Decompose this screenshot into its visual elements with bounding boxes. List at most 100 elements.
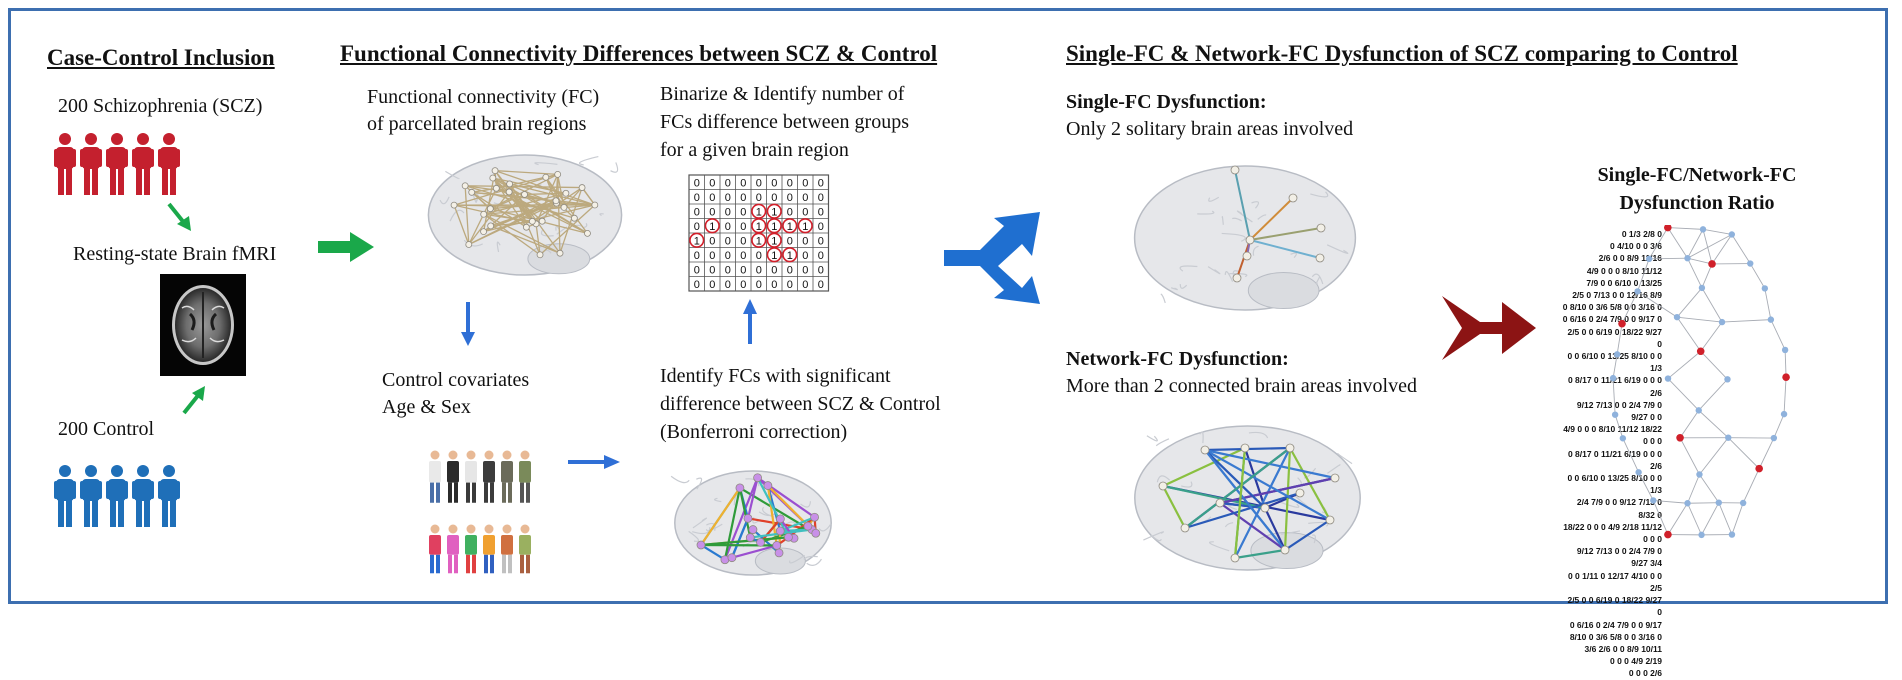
matrix-cell: 1 — [756, 206, 762, 218]
matrix-cell: 0 — [694, 192, 700, 204]
merge-arrow-icon — [1440, 292, 1538, 364]
matrix-cell: 0 — [740, 279, 746, 291]
network-node — [1700, 226, 1706, 232]
network-node — [1618, 320, 1626, 328]
matrix-cell: 0 — [756, 177, 762, 189]
matrix-cell: 0 — [740, 177, 746, 189]
person-icon — [429, 451, 441, 503]
network-node — [1610, 375, 1616, 381]
covariates-label-2: Age & Sex — [382, 396, 471, 418]
person-icon — [132, 133, 154, 195]
person-icon — [483, 525, 495, 574]
single-fc-title: Single-FC Dysfunction: — [1066, 91, 1267, 113]
matrix-cell: 0 — [787, 279, 793, 291]
network-node — [1664, 531, 1672, 539]
matrix-cell: 0 — [694, 250, 700, 262]
fc-label-2: of parcellated brain regions — [367, 113, 586, 135]
person-icon — [54, 133, 76, 195]
network-node — [1782, 373, 1790, 381]
network-node — [1699, 285, 1705, 291]
matrix-cell: 0 — [802, 192, 808, 204]
brain-icon — [1125, 148, 1365, 328]
matrix-cell: 0 — [818, 177, 824, 189]
network-node — [1755, 465, 1763, 473]
brain-icon — [420, 140, 630, 290]
ratio-line: 0 0 0 2/6 — [1562, 667, 1662, 679]
matrix-cell: 0 — [818, 192, 824, 204]
matrix-cell: 0 — [740, 206, 746, 218]
matrix-cell: 0 — [709, 279, 715, 291]
person-icon — [426, 524, 538, 578]
ratio-line: 8/10 0 3/6 5/8 0 0 3/16 0 — [1562, 631, 1662, 643]
network-node — [1747, 260, 1753, 266]
ratio-line: 0 0 0 4/9 2/19 — [1562, 655, 1662, 667]
network-node — [1725, 434, 1731, 440]
identify-label-3: (Bonferroni correction) — [660, 421, 847, 443]
binarize-label-1: Binarize & Identify number of — [660, 83, 904, 105]
matrix-cell: 1 — [709, 221, 715, 233]
network-node — [1696, 471, 1702, 477]
arrow-icon — [458, 300, 478, 348]
network-node — [1696, 407, 1702, 413]
matrix-cell: 0 — [756, 192, 762, 204]
ratio-network-graph — [1605, 225, 1820, 555]
matrix-cell: 0 — [802, 279, 808, 291]
matrix-cell: 0 — [771, 264, 777, 276]
person-icon — [465, 525, 477, 574]
person-icon — [447, 451, 459, 503]
matrix-cell: 0 — [787, 177, 793, 189]
matrix-cell: 0 — [709, 235, 715, 247]
matrix-cell: 0 — [771, 177, 777, 189]
matrix-cell: 0 — [709, 264, 715, 276]
matrix-cell: 0 — [725, 221, 731, 233]
matrix-cell: 0 — [787, 206, 793, 218]
matrix-cell: 0 — [740, 235, 746, 247]
matrix-cell: 0 — [725, 206, 731, 218]
matrix-cell: 0 — [802, 177, 808, 189]
matrix-cell: 1 — [771, 235, 777, 247]
network-node — [1719, 319, 1725, 325]
person-icon — [501, 525, 513, 574]
person-icon — [158, 133, 180, 195]
arrow-icon — [740, 296, 760, 346]
matrix-cell: 1 — [771, 206, 777, 218]
matrix-cell: 0 — [725, 192, 731, 204]
network-fc-title: Network-FC Dysfunction: — [1066, 348, 1289, 370]
matrix-cell: 0 — [802, 235, 808, 247]
matrix-cell: 1 — [756, 235, 762, 247]
matrix-cell: 0 — [694, 206, 700, 218]
ratio-title-2: Dysfunction Ratio — [1577, 192, 1817, 214]
single-fc-desc: Only 2 solitary brain areas involved — [1066, 118, 1353, 140]
brain-icon — [668, 458, 838, 588]
network-node — [1665, 375, 1671, 381]
matrix-cell: 0 — [756, 279, 762, 291]
network-node — [1635, 469, 1641, 475]
heading-case-control: Case-Control Inclusion — [47, 45, 275, 71]
network-node — [1729, 531, 1735, 537]
scz-people-icons — [52, 133, 187, 197]
matrix-cell: 0 — [818, 250, 824, 262]
matrix-cell: 1 — [771, 221, 777, 233]
arrow-icon — [316, 230, 376, 264]
matrix-cell: 1 — [694, 235, 700, 247]
matrix-cell: 0 — [709, 206, 715, 218]
matrix-cell: 1 — [756, 221, 762, 233]
binarize-label-3: for a given brain region — [660, 139, 849, 161]
identify-label-1: Identify FCs with significant — [660, 365, 891, 387]
ratio-line: 0 0 1/11 0 12/17 4/10 0 0 2/5 — [1562, 570, 1662, 594]
person-icon — [501, 451, 513, 503]
ratio-line: 2/5 0 0 6/19 0 18/22 9/27 0 — [1562, 594, 1662, 618]
brain-icon — [1125, 408, 1370, 588]
matrix-cell: 0 — [818, 264, 824, 276]
matrix-cell: 0 — [709, 177, 715, 189]
network-node — [1650, 497, 1656, 503]
network-node — [1771, 435, 1777, 441]
matrix-cell: 1 — [771, 250, 777, 262]
matrix-cell: 0 — [709, 192, 715, 204]
network-node — [1612, 411, 1618, 417]
matrix-cell: 0 — [725, 279, 731, 291]
fc-label-1: Functional connectivity (FC) — [367, 86, 599, 108]
matrix-cell: 0 — [694, 221, 700, 233]
scz-count-label: 200 Schizophrenia (SCZ) — [58, 95, 262, 117]
network-node — [1708, 260, 1716, 268]
